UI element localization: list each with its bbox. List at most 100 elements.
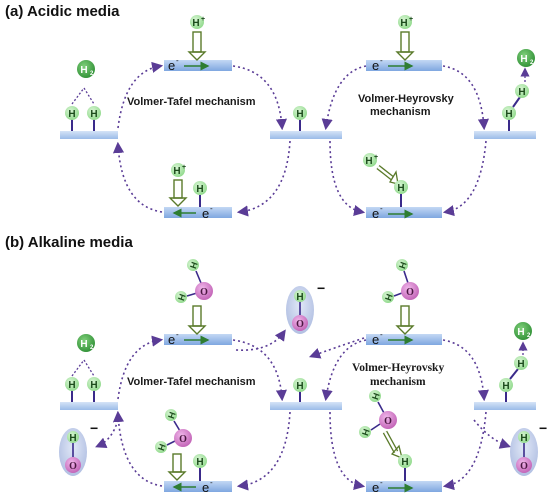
svg-text:H: H — [196, 184, 203, 195]
svg-text:+: + — [409, 16, 413, 23]
svg-text:O: O — [296, 319, 304, 330]
svg-text:H: H — [505, 109, 512, 120]
svg-text:H: H — [296, 292, 303, 303]
proton-adsorption-top-a1: H + e - — [168, 15, 210, 73]
svg-text:e: e — [372, 332, 379, 347]
svg-text:e: e — [372, 480, 379, 495]
svg-text:O: O — [520, 461, 528, 472]
svg-text:H: H — [173, 166, 180, 177]
svg-text:+: + — [201, 16, 205, 23]
svg-text:-: - — [380, 56, 383, 65]
svg-text:H: H — [69, 433, 76, 444]
hydroxide-ion-center-b: H O − — [286, 280, 325, 334]
svg-text:-: - — [380, 204, 383, 213]
surface-center-a — [270, 131, 342, 139]
svg-text:H: H — [401, 457, 408, 468]
surface-bottom-a2 — [366, 207, 442, 218]
surface-bottom-a1 — [164, 207, 232, 218]
hydroxide-ion-left-b: H O − — [59, 420, 98, 476]
svg-text:2: 2 — [527, 333, 531, 339]
svg-text:H: H — [296, 381, 303, 392]
h2-formation-left-a: H H H 2 — [65, 60, 101, 131]
svg-text:H: H — [68, 109, 75, 120]
svg-text:O: O — [200, 287, 208, 298]
svg-text:-: - — [210, 478, 213, 487]
water-adsorption-bottom-b1: H H O H e - — [155, 409, 213, 495]
label-volmer-tafel-b: Volmer-Tafel mechanism — [127, 376, 256, 388]
svg-text:H: H — [520, 433, 527, 444]
h-atom — [65, 106, 79, 120]
svg-text:H: H — [80, 65, 87, 76]
svg-text:H: H — [520, 54, 527, 65]
cycle-arrows-a — [112, 61, 490, 217]
surface-right-a — [474, 131, 536, 139]
svg-text:2: 2 — [90, 345, 94, 351]
svg-text:H: H — [517, 359, 524, 370]
svg-text:H: H — [370, 392, 382, 402]
svg-text:2: 2 — [90, 71, 94, 77]
svg-text:H: H — [397, 183, 404, 194]
water-adsorption-top-b2: H H O e - — [372, 259, 419, 347]
svg-text:H: H — [296, 109, 303, 120]
label-volmer-heyrovsky-a-line1: Volmer-Heyrovsky — [358, 93, 455, 105]
svg-text:e: e — [372, 206, 379, 221]
surface-left-a — [60, 131, 118, 139]
heyrovsky-step-bottom-b2: H H O H e - — [359, 390, 414, 495]
h2-desorption-right-a: H H H 2 — [502, 49, 535, 131]
svg-text:O: O — [406, 287, 414, 298]
proton-adsorption-top-a2: H + e - — [372, 15, 415, 73]
surface-center-b — [270, 402, 342, 410]
svg-text:H: H — [166, 411, 178, 421]
svg-text:H: H — [176, 293, 188, 303]
svg-text:H: H — [196, 457, 203, 468]
svg-text:O: O — [384, 416, 392, 427]
svg-text:H: H — [80, 339, 87, 350]
svg-text:H: H — [360, 428, 372, 438]
svg-text:H: H — [68, 380, 75, 391]
h2-molecule-icon — [77, 60, 95, 78]
svg-text:-: - — [176, 330, 179, 339]
svg-text:+: + — [374, 154, 378, 161]
svg-text:O: O — [179, 434, 187, 445]
svg-text:e: e — [202, 480, 209, 495]
surface-left-b — [60, 402, 118, 410]
svg-text:e: e — [168, 58, 175, 73]
svg-text:H: H — [518, 87, 525, 98]
svg-text:O: O — [69, 461, 77, 472]
proton-adsorption-bottom-a1: H + H e - — [168, 163, 213, 221]
svg-text:-: - — [380, 478, 383, 487]
svg-text:-: - — [380, 330, 383, 339]
svg-text:H: H — [517, 327, 524, 338]
section-title-acidic: (a) Acidic media — [5, 3, 120, 20]
svg-text:+: + — [182, 164, 186, 171]
section-title-alkaline: (b) Alkaline media — [5, 234, 133, 251]
adsorbed-h-center-b: H — [293, 378, 307, 402]
adsorbed-h-center-a: H — [293, 106, 307, 131]
h2-formation-left-b: H H H 2 — [65, 334, 101, 402]
label-volmer-heyrovsky-b-line2: mechanism — [370, 376, 426, 388]
hydroxide-ion-right-b: H O − — [510, 420, 547, 476]
surface-bottom-b2 — [366, 481, 442, 492]
surface-bottom-b1 — [164, 481, 232, 492]
svg-text:H: H — [400, 18, 407, 29]
svg-text:2: 2 — [530, 60, 534, 66]
heyrovsky-step-bottom-a2: H + H e - — [363, 153, 414, 221]
svg-text:H: H — [90, 380, 97, 391]
svg-text:−: − — [539, 420, 547, 436]
svg-text:H: H — [365, 156, 372, 167]
svg-text:e: e — [202, 206, 209, 221]
svg-text:H: H — [188, 261, 200, 271]
svg-text:-: - — [210, 204, 213, 213]
svg-text:-: - — [176, 56, 179, 65]
svg-text:−: − — [90, 420, 98, 436]
water-adsorption-top-b1: H H O e - — [168, 259, 213, 347]
svg-text:H: H — [90, 109, 97, 120]
svg-text:H: H — [192, 18, 199, 29]
cycle-arrows-b — [95, 329, 512, 491]
svg-text:H: H — [383, 293, 395, 303]
svg-text:−: − — [317, 280, 325, 296]
h-atom — [87, 106, 101, 120]
label-volmer-heyrovsky-b-line1: Volmer-Heyrovsky — [352, 362, 444, 374]
h2-desorption-right-b: H H H 2 — [499, 322, 532, 402]
